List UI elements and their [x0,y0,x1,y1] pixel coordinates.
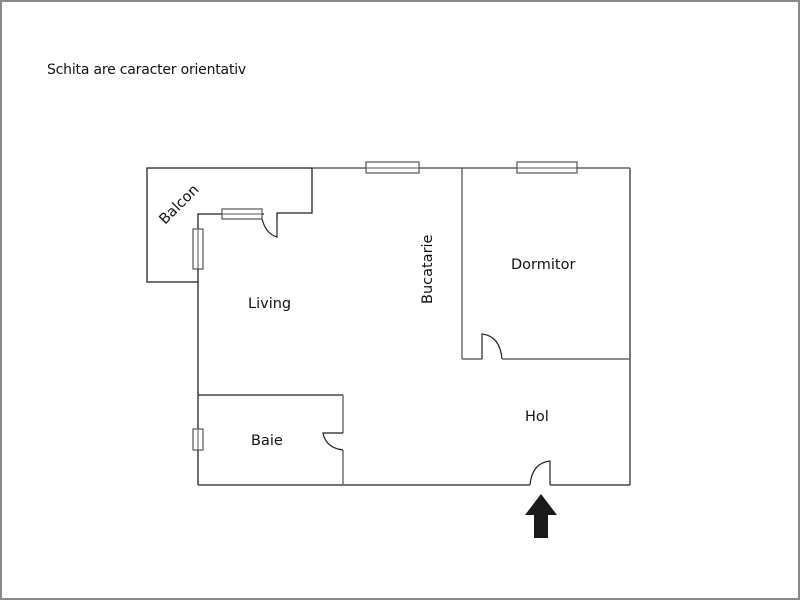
label-balcon: Balcon [157,182,203,228]
door-entrance [529,460,551,486]
label-baie: Baie [251,433,283,449]
door-bedroom [481,333,503,360]
disclaimer-note: Schita are caracter orientativ [47,62,247,78]
label-dormitor: Dormitor [511,257,575,273]
label-hol: Hol [525,409,549,425]
door-bathroom [322,432,344,451]
balcony-walls [146,167,313,283]
entrance-arrow-icon [525,494,557,538]
door-balcony [261,218,278,238]
label-bucatarie: Bucatarie [420,234,436,304]
label-living: Living [248,296,291,312]
